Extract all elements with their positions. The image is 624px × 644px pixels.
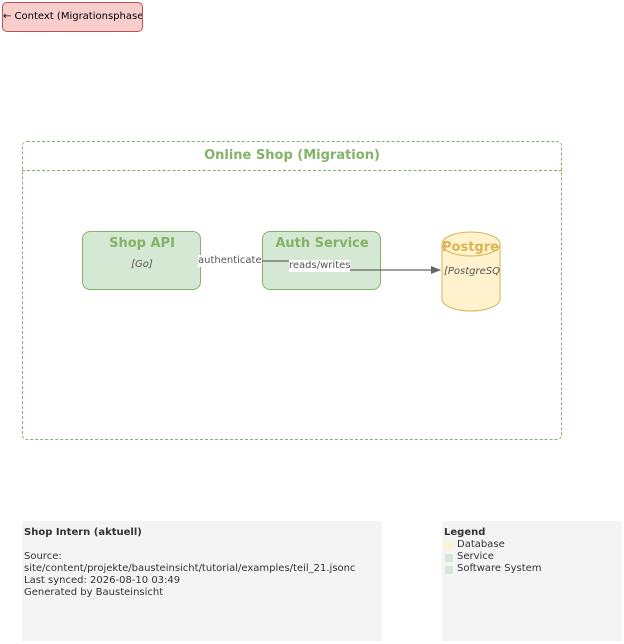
postgres-tech: [PostgreSQL (444, 266, 500, 277)
back-to-context-link[interactable]: ← Context (Migrationsphase) (2, 2, 143, 32)
shop-api-node[interactable] (82, 231, 201, 290)
legend-label-service: Service (457, 551, 494, 562)
info-generated-by: Generated by Bausteinsicht (24, 587, 164, 598)
legend-swatch-service (445, 554, 453, 562)
system-boundary (22, 141, 562, 440)
info-last-synced: Last synced: 2026-08-10 03:49 (24, 575, 181, 586)
info-title: Shop Intern (aktuell) (24, 527, 142, 538)
postgres-name: Postgre (442, 240, 499, 255)
shop-api-tech: [Go] (131, 259, 153, 270)
authenticate-edge-label: authenticate (198, 255, 262, 267)
back-to-context-label: ← Context (Migrationsphase) (3, 11, 143, 22)
reads-writes-edge-label: reads/writes (289, 260, 351, 272)
info-source-label: Source: (24, 551, 62, 562)
legend-swatch-software-system (445, 566, 453, 574)
legend-label-software-system: Software System (457, 563, 542, 574)
legend-label-database: Database (457, 539, 505, 550)
postgres-name-container: Postgre (442, 236, 500, 255)
shop-api-name: Shop API (109, 236, 175, 251)
info-panel (22, 521, 382, 641)
postgres-tech-container: [PostgreSQL (444, 259, 500, 278)
postgres-database-node[interactable] (440, 229, 506, 315)
legend-title: Legend (444, 527, 486, 538)
boundary-title: Online Shop (Migration) (204, 148, 380, 163)
legend-swatch-database (445, 542, 453, 550)
info-source-path: site/content/projekte/bausteinsicht/tuto… (24, 563, 356, 574)
boundary-separator (22, 170, 562, 171)
auth-service-name: Auth Service (275, 236, 369, 251)
legend-panel (442, 521, 622, 641)
